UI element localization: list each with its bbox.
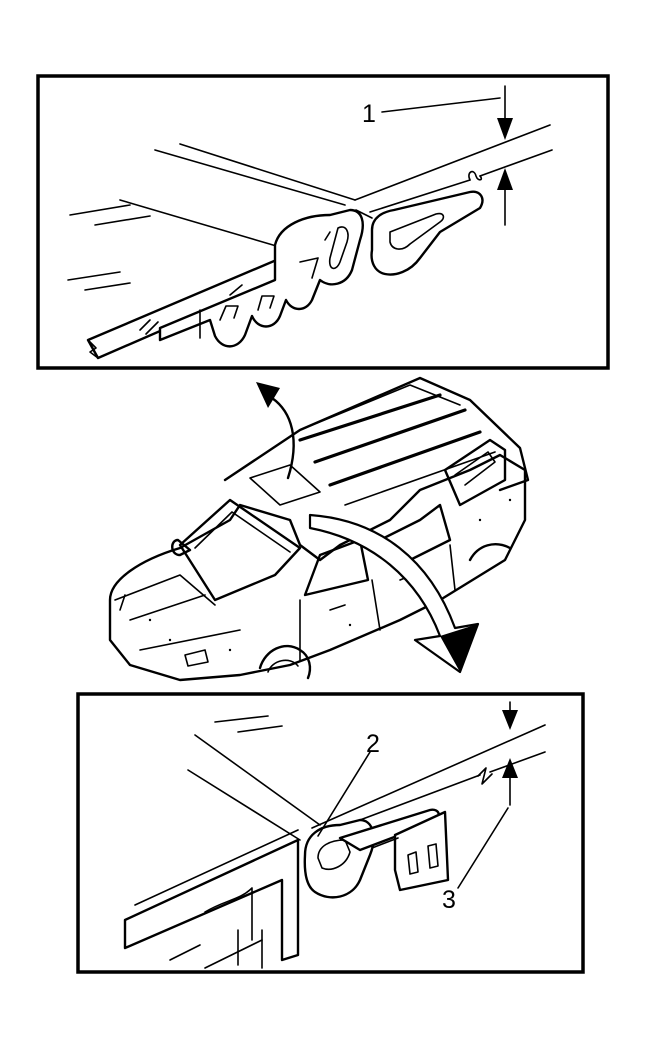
arrow-to-top-detail xyxy=(256,382,295,480)
bottom-detail-panel: 2 3 xyxy=(76,692,585,974)
gap-dimension-1 xyxy=(381,85,513,226)
seal-profile-right xyxy=(354,124,553,276)
vehicle-illustration xyxy=(108,376,530,682)
seal-profile-bottom xyxy=(303,808,450,899)
arrow-to-bottom-detail xyxy=(308,513,480,674)
gap-dimension-3 xyxy=(457,701,518,889)
callout-3: 3 xyxy=(442,886,456,914)
glass-shading-lines xyxy=(67,204,151,291)
bottom-shading-lines xyxy=(214,715,283,733)
callout-2: 2 xyxy=(366,730,380,758)
left-body-panel xyxy=(123,734,321,969)
callout-1: 1 xyxy=(362,100,376,128)
leader-2 xyxy=(317,751,371,837)
top-detail-panel: 1 xyxy=(36,74,610,370)
seal-profile-left xyxy=(158,208,364,348)
right-roof-line xyxy=(311,724,546,829)
